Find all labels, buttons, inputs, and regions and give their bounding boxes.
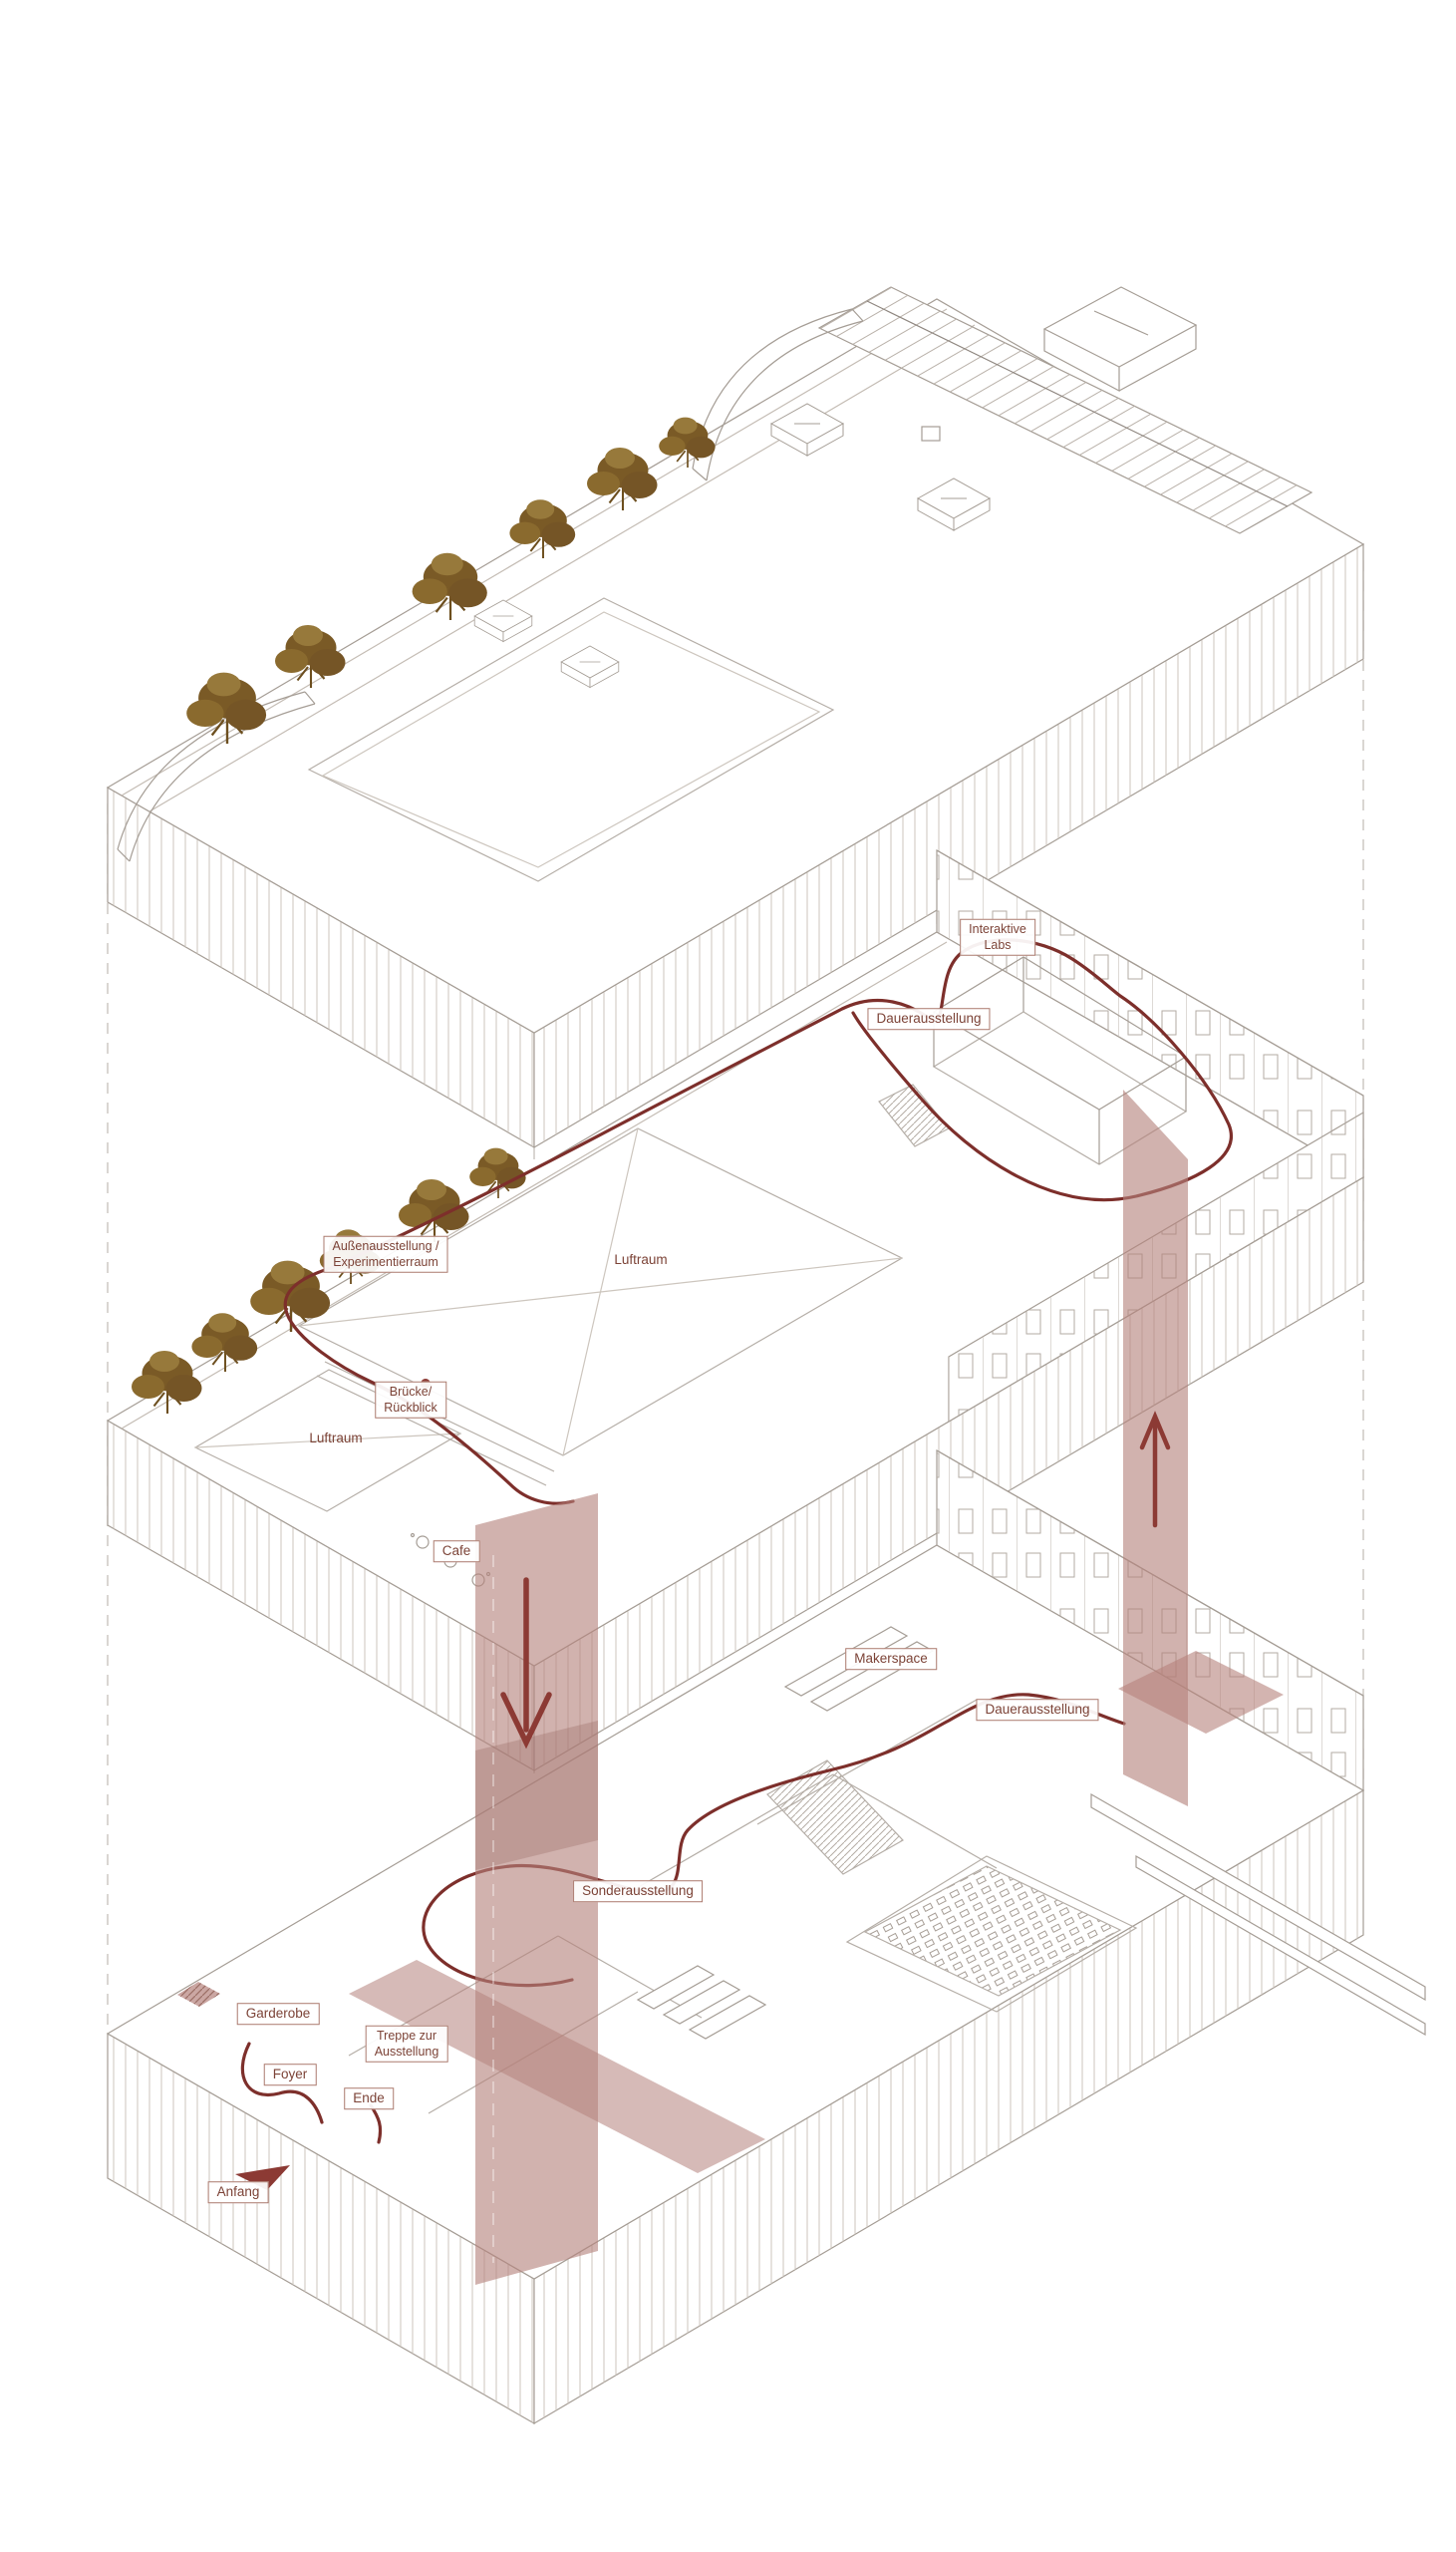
label-luftraum-upper: Luftraum <box>614 1252 668 1268</box>
label-aussenausstellung: Außenausstellung / Experimentierraum <box>323 1235 448 1273</box>
label-line: Rückblick <box>384 1401 437 1415</box>
label-dauerausstellung-upper: Dauerausstellung <box>867 1008 991 1030</box>
label-line: Außenausstellung / <box>332 1238 439 1253</box>
entry-bridge-beams <box>1090 1792 1426 2037</box>
label-line: Treppe zur <box>377 2028 437 2043</box>
label-anfang: Anfang <box>207 2181 269 2203</box>
label-luftraum-lower: Luftraum <box>309 1431 363 1446</box>
roof-chimney <box>921 426 941 442</box>
label-line: Experimentierraum <box>333 1255 438 1269</box>
label-interaktive-labs: Interaktive Labs <box>960 918 1035 956</box>
stair-highlight <box>177 1982 220 2007</box>
circulation-shaft-left <box>475 1493 598 2285</box>
start-triangle <box>235 2165 290 2190</box>
entry-path <box>240 2042 324 2124</box>
label-cafe: Cafe <box>433 1540 480 1562</box>
floor-roof <box>106 286 1365 1149</box>
roof-pavilion <box>1042 286 1198 392</box>
label-treppe-zur-ausstellung: Treppe zur Ausstellung <box>365 2025 448 2063</box>
label-sonderausstellung: Sonderausstellung <box>573 1880 703 1902</box>
label-line: Interaktive <box>969 921 1026 936</box>
label-line: Brücke/ <box>389 1384 433 1399</box>
label-makerspace: Makerspace <box>845 1648 937 1670</box>
long-tables <box>636 1965 767 2040</box>
label-dauerausstellung-lower: Dauerausstellung <box>976 1699 1099 1721</box>
label-ende: Ende <box>344 2087 394 2109</box>
roof-skylight <box>817 286 1313 534</box>
down-arrow <box>500 1577 552 1750</box>
label-bruecke-rueckblick: Brücke/ Rückblick <box>375 1381 446 1419</box>
label-foyer: Foyer <box>263 2064 317 2085</box>
luftraum-void <box>193 1127 904 1512</box>
label-line: Ausstellung <box>374 2045 439 2059</box>
label-line: Labs <box>984 938 1012 952</box>
auditorium-seating <box>845 1855 1138 2013</box>
up-arrow <box>1139 1411 1171 1528</box>
ground-stair <box>766 1759 904 1875</box>
label-garderobe: Garderobe <box>236 2003 320 2025</box>
